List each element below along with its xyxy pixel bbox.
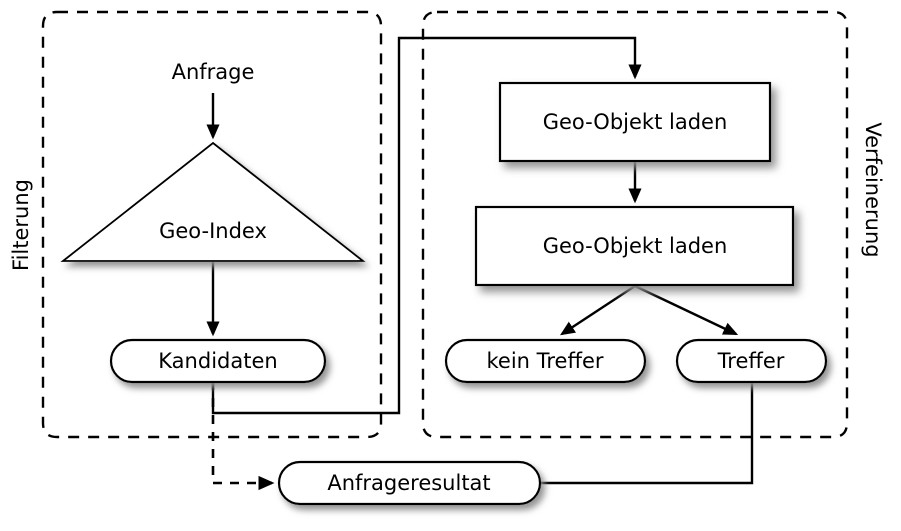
edge-kandidaten-to-geo-objekt-laden-1 — [211, 36, 642, 415]
node-treffer: Treffer — [675, 338, 828, 384]
geo-objekt-laden-2-shape — [474, 205, 795, 287]
node-kandidaten: Kandidaten — [109, 338, 327, 384]
node-kein-treffer: kein Treffer — [444, 338, 647, 384]
node-anfrageresultat: Anfrageresultat — [277, 460, 542, 506]
edge-treffer-to-anfrageresultat — [539, 381, 754, 485]
geo-objekt-laden-1-shape — [498, 81, 772, 163]
kein-treffer-label: kein Treffer — [486, 349, 603, 373]
group-filterung: Filterung — [9, 10, 383, 439]
geo-index-triangle — [60, 141, 366, 262]
anfrageresultat-label: Anfrageresultat — [327, 471, 490, 495]
kein-treffer-shape — [444, 338, 647, 384]
node-geo-objekt-laden-1: Geo-Objekt laden — [498, 81, 772, 163]
geo-objekt-laden-1-label: Geo-Objekt laden — [543, 110, 728, 134]
edge-kandidaten-to-anfrageresultat-dashed — [211, 381, 275, 491]
node-anfrage: Anfrage — [172, 60, 255, 84]
anfrageresultat-shape — [277, 460, 542, 506]
kandidaten-shape — [109, 338, 327, 384]
node-geo-objekt-laden-2: Geo-Objekt laden — [474, 205, 795, 287]
group-verfeinerung: Verfeinerung — [421, 10, 885, 439]
verfeinerung-boundary — [421, 10, 849, 439]
geo-index-label: Geo-Index — [159, 219, 267, 243]
verfeinerung-label: Verfeinerung — [861, 122, 885, 257]
treffer-label: Treffer — [717, 349, 785, 373]
kandidaten-label: Kandidaten — [158, 349, 277, 373]
edge-geo-objekt-laden-2-to-treffer — [634, 284, 739, 336]
treffer-shape — [675, 338, 828, 384]
geo-objekt-laden-2-label: Geo-Objekt laden — [543, 234, 728, 258]
edge-geo-objekt-laden-2-to-kein-treffer — [560, 284, 636, 336]
filterung-boundary — [41, 10, 383, 439]
filterung-label: Filterung — [9, 179, 33, 271]
node-geo-index: Geo-Index — [60, 141, 366, 262]
